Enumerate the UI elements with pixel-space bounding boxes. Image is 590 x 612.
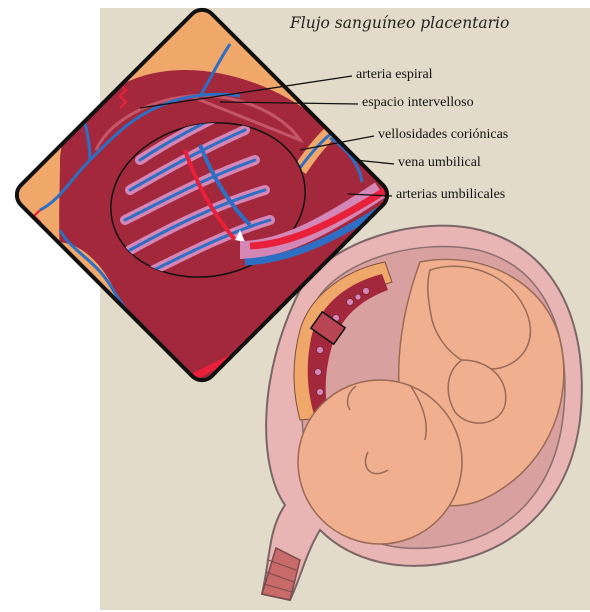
diagram-title: Flujo sanguíneo placentario xyxy=(290,14,509,32)
label-umbilical-vein: vena umbilical xyxy=(398,155,481,171)
fetus-head xyxy=(298,380,462,544)
label-spiral-artery: arteria espiral xyxy=(356,67,433,83)
label-chorionic-villi: vellosidades coriónicas xyxy=(378,127,508,143)
label-umbilical-arteries: arterias umbilicales xyxy=(396,187,505,203)
label-intervillous-space: espacio intervelloso xyxy=(362,95,474,111)
